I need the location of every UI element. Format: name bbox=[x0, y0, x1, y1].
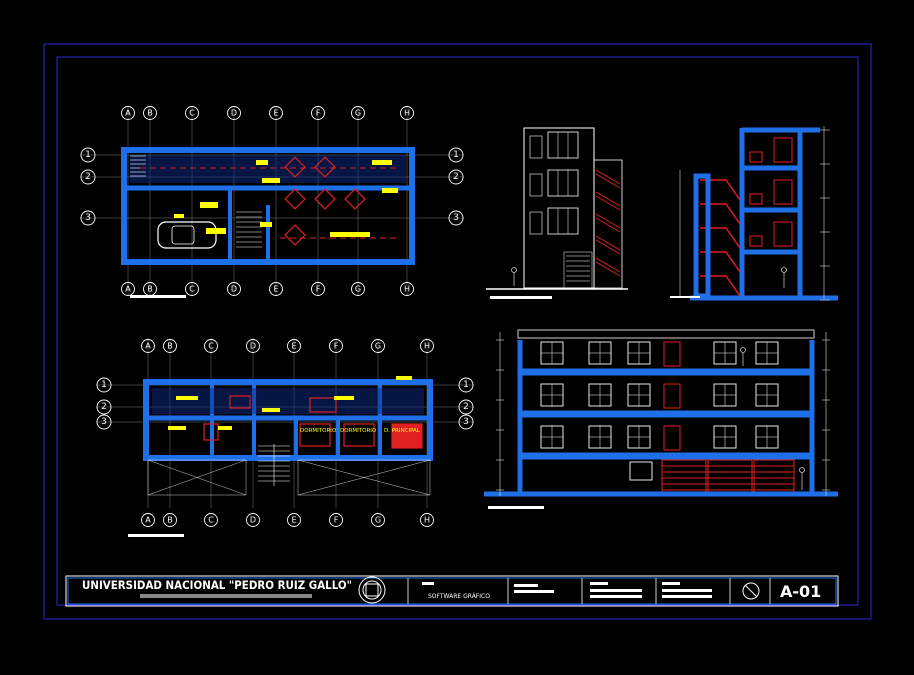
plan2-bottom-col-label: A bbox=[145, 516, 151, 525]
sheet-code: A-01 bbox=[780, 582, 821, 601]
plan2-top-col-label: C bbox=[208, 342, 214, 351]
plan2-bottom-col-label: F bbox=[334, 516, 339, 525]
plan2-bottom-col-label: C bbox=[208, 516, 214, 525]
plan2-bottom-col-A: A bbox=[141, 513, 155, 527]
title-block: UNIVERSIDAD NACIONAL "PEDRO RUIZ GALLO" … bbox=[65, 575, 839, 607]
plan2-bottom-col-D: D bbox=[246, 513, 260, 527]
room-label-principal: D. PRINCIPAL bbox=[384, 428, 421, 434]
plan2-bottom-col-G: G bbox=[371, 513, 385, 527]
plan2-bottom-col-label: E bbox=[291, 516, 296, 525]
plan1-top-col-label: C bbox=[189, 109, 195, 118]
building-section bbox=[670, 126, 838, 301]
plan1-top-col-label: A bbox=[125, 109, 131, 118]
room-label-dormitorio-2: DORMITORIO bbox=[340, 428, 377, 434]
outer-border bbox=[43, 43, 872, 620]
north-arrow-icon bbox=[742, 582, 760, 600]
plan2-bottom-col-F: F bbox=[329, 513, 343, 527]
plan1-bottom-col-label: C bbox=[189, 285, 195, 294]
plan1-bottom-col-label: A bbox=[125, 285, 131, 294]
front-elevation bbox=[486, 127, 628, 299]
plan2-bottom-col-label: H bbox=[424, 516, 430, 525]
inner-border bbox=[56, 56, 859, 606]
plan2-bottom-col-label: G bbox=[375, 516, 381, 525]
university-name: UNIVERSIDAD NACIONAL "PEDRO RUIZ GALLO" bbox=[82, 578, 352, 592]
plan2-bottom-col-C: C bbox=[204, 513, 218, 527]
plan2-bottom-col-H: H bbox=[420, 513, 434, 527]
plan2-bottom-col-B: B bbox=[163, 513, 177, 527]
long-elevation bbox=[484, 329, 838, 509]
room-label-dormitorio-1: DORMITORIO bbox=[300, 428, 337, 434]
university-seal bbox=[358, 576, 386, 604]
car-symbol bbox=[157, 221, 217, 249]
plan2-bottom-col-label: B bbox=[167, 516, 173, 525]
plan2-bottom-col-label: D bbox=[250, 516, 256, 525]
plan2-top-col-label: A bbox=[145, 342, 151, 351]
software-label: SOFTWARE GRÁFICO bbox=[428, 593, 490, 600]
plan2-bottom-col-E: E bbox=[287, 513, 301, 527]
